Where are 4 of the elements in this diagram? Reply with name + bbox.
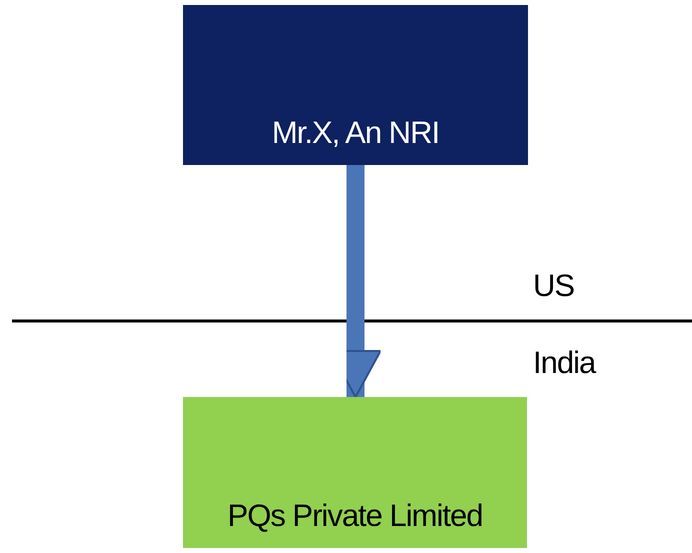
region-label: India	[533, 345, 596, 381]
person-box: Mr.X, An NRI	[183, 5, 528, 165]
company-box: PQs Private Limited	[183, 397, 527, 548]
region-label: US	[533, 268, 574, 304]
